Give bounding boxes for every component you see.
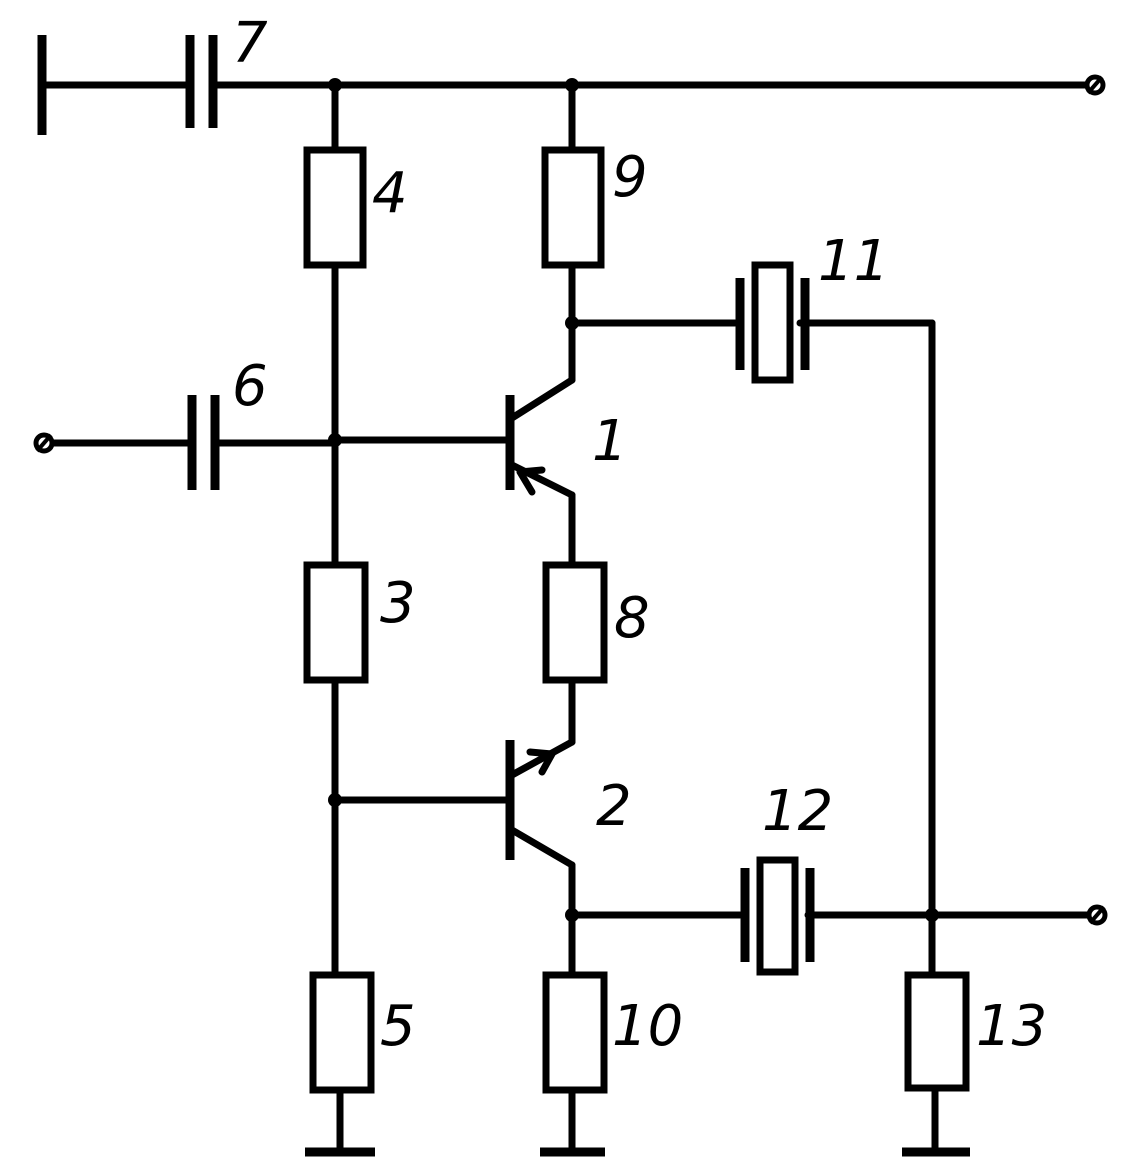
junction-dot (328, 793, 342, 807)
terminal-top-right[interactable] (1087, 77, 1103, 93)
capacitor-7 (190, 35, 213, 128)
resistor-10 (546, 975, 604, 1090)
junction-dot (565, 908, 579, 922)
label-resistor-10: 10 (612, 994, 683, 1059)
resistor-9 (545, 150, 601, 265)
junction-dot (925, 908, 939, 922)
label-resistor-8: 8 (614, 586, 650, 651)
label-resistor-13: 13 (976, 994, 1047, 1059)
label-resistor-4: 4 (372, 161, 408, 226)
resistor-13 (908, 975, 966, 1088)
resistor-3 (307, 565, 365, 680)
crystal-11 (740, 265, 805, 380)
label-resistor-3: 3 (380, 571, 416, 636)
terminal-output-right[interactable] (1089, 907, 1105, 923)
crystal-12 (745, 860, 810, 972)
resistor-5 (313, 975, 371, 1090)
label-crystal-11: 11 (818, 229, 889, 294)
crystal-body-icon (760, 860, 795, 972)
resistor-4 (307, 150, 363, 265)
label-crystal-12: 12 (762, 779, 833, 844)
junction-dot (565, 78, 579, 92)
crystal-body-icon (755, 265, 790, 380)
label-capacitor-6: 6 (232, 354, 268, 419)
junction-dot (328, 78, 342, 92)
label-capacitor-7: 7 (232, 11, 268, 76)
resistor-8 (546, 565, 604, 680)
transistor-collector-lead-icon (512, 380, 572, 418)
label-transistor-2: 2 (596, 774, 632, 839)
label-resistor-5: 5 (380, 994, 416, 1059)
transistor-collector-lead-icon (512, 830, 572, 865)
capacitor-6 (192, 395, 215, 490)
junction-dot (328, 433, 342, 447)
transistor-1 (510, 380, 572, 495)
transistor-2 (510, 740, 572, 865)
label-resistor-9: 9 (612, 145, 648, 210)
label-transistor-1: 1 (592, 409, 628, 474)
terminal-input-left[interactable] (36, 435, 52, 451)
junction-dot (565, 316, 579, 330)
